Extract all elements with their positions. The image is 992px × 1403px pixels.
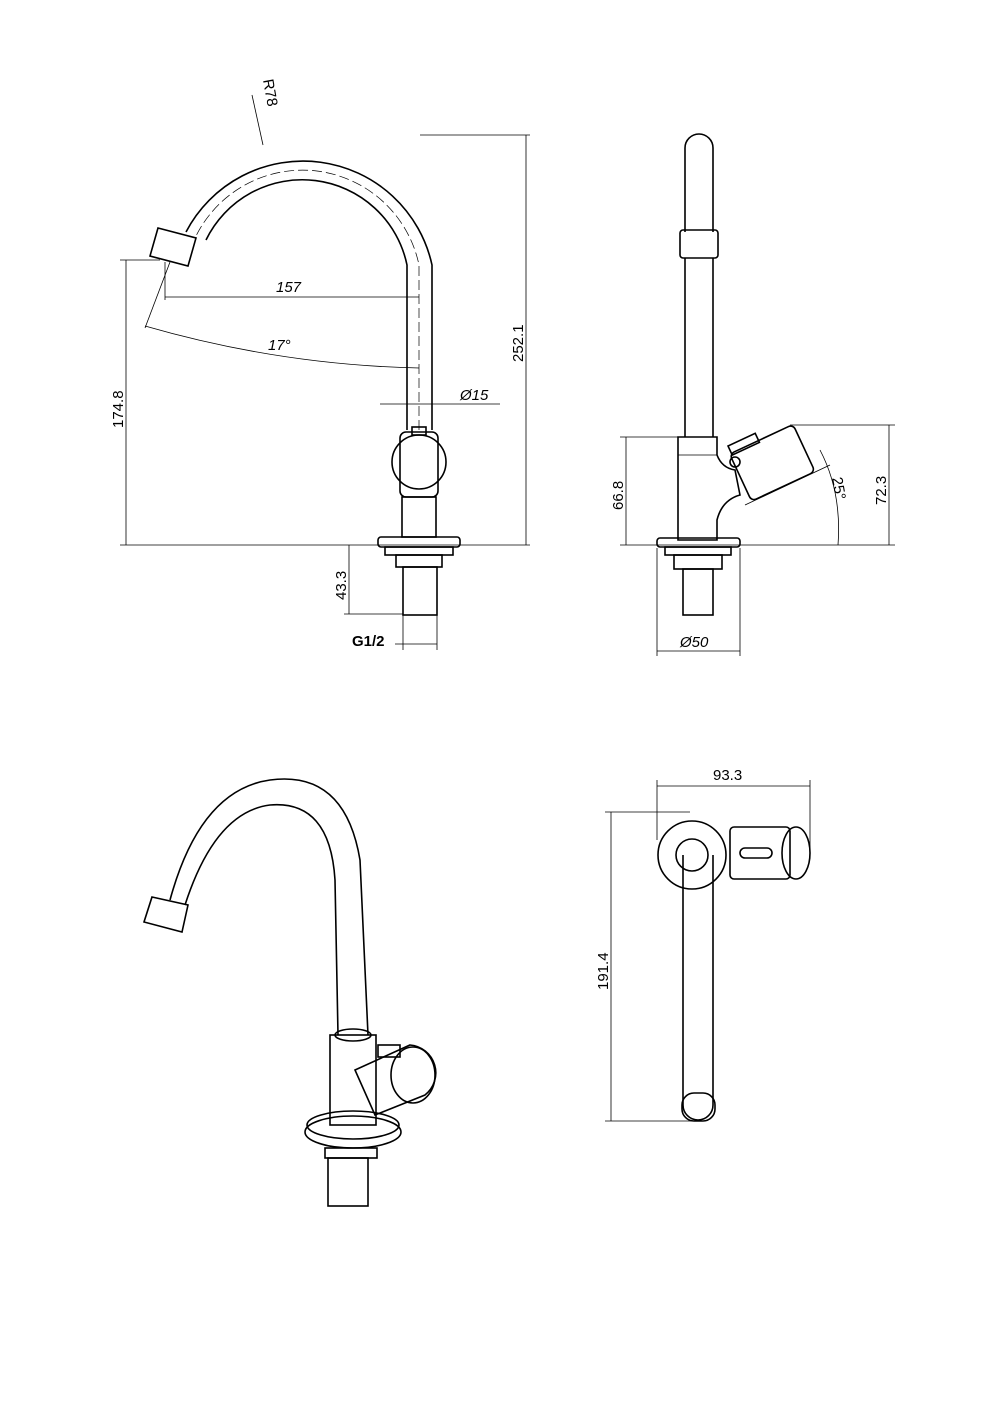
perspective-view bbox=[142, 778, 437, 1207]
spout-inner bbox=[205, 178, 408, 430]
dim-thread: G1/2 bbox=[352, 633, 385, 650]
top-handle bbox=[729, 826, 791, 880]
side-view: 66.8 72.3 25° Ø50 bbox=[610, 133, 895, 656]
side-handle bbox=[730, 425, 815, 501]
dim-radius: R78 bbox=[259, 78, 281, 108]
dim-handle-height: 72.3 bbox=[873, 476, 890, 505]
dim-base-diameter: Ø50 bbox=[679, 634, 709, 651]
dim-handle-angle: 25° bbox=[828, 476, 849, 501]
spout-outer bbox=[185, 160, 433, 430]
dim-width: 93.3 bbox=[713, 767, 742, 784]
dim-angle: 17° bbox=[268, 337, 291, 354]
dim-height: 252.1 bbox=[510, 324, 527, 362]
dim-reach: 157 bbox=[276, 279, 302, 296]
dim-shank: 43.3 bbox=[333, 571, 350, 600]
aerator bbox=[149, 227, 197, 267]
persp-aerator bbox=[142, 896, 189, 933]
dim-outlet-height: 174.8 bbox=[110, 390, 127, 428]
handle bbox=[391, 434, 447, 490]
dim-body-height: 66.8 bbox=[610, 481, 627, 510]
dim-length: 191.4 bbox=[595, 952, 612, 990]
top-view: 93.3 191.4 bbox=[595, 767, 811, 1122]
dim-pipe-diameter: Ø15 bbox=[459, 387, 489, 404]
base-plate bbox=[377, 536, 461, 548]
front-view: 252.1 174.8 157 17° R78 Ø15 43.3 G1/2 bbox=[110, 78, 530, 650]
